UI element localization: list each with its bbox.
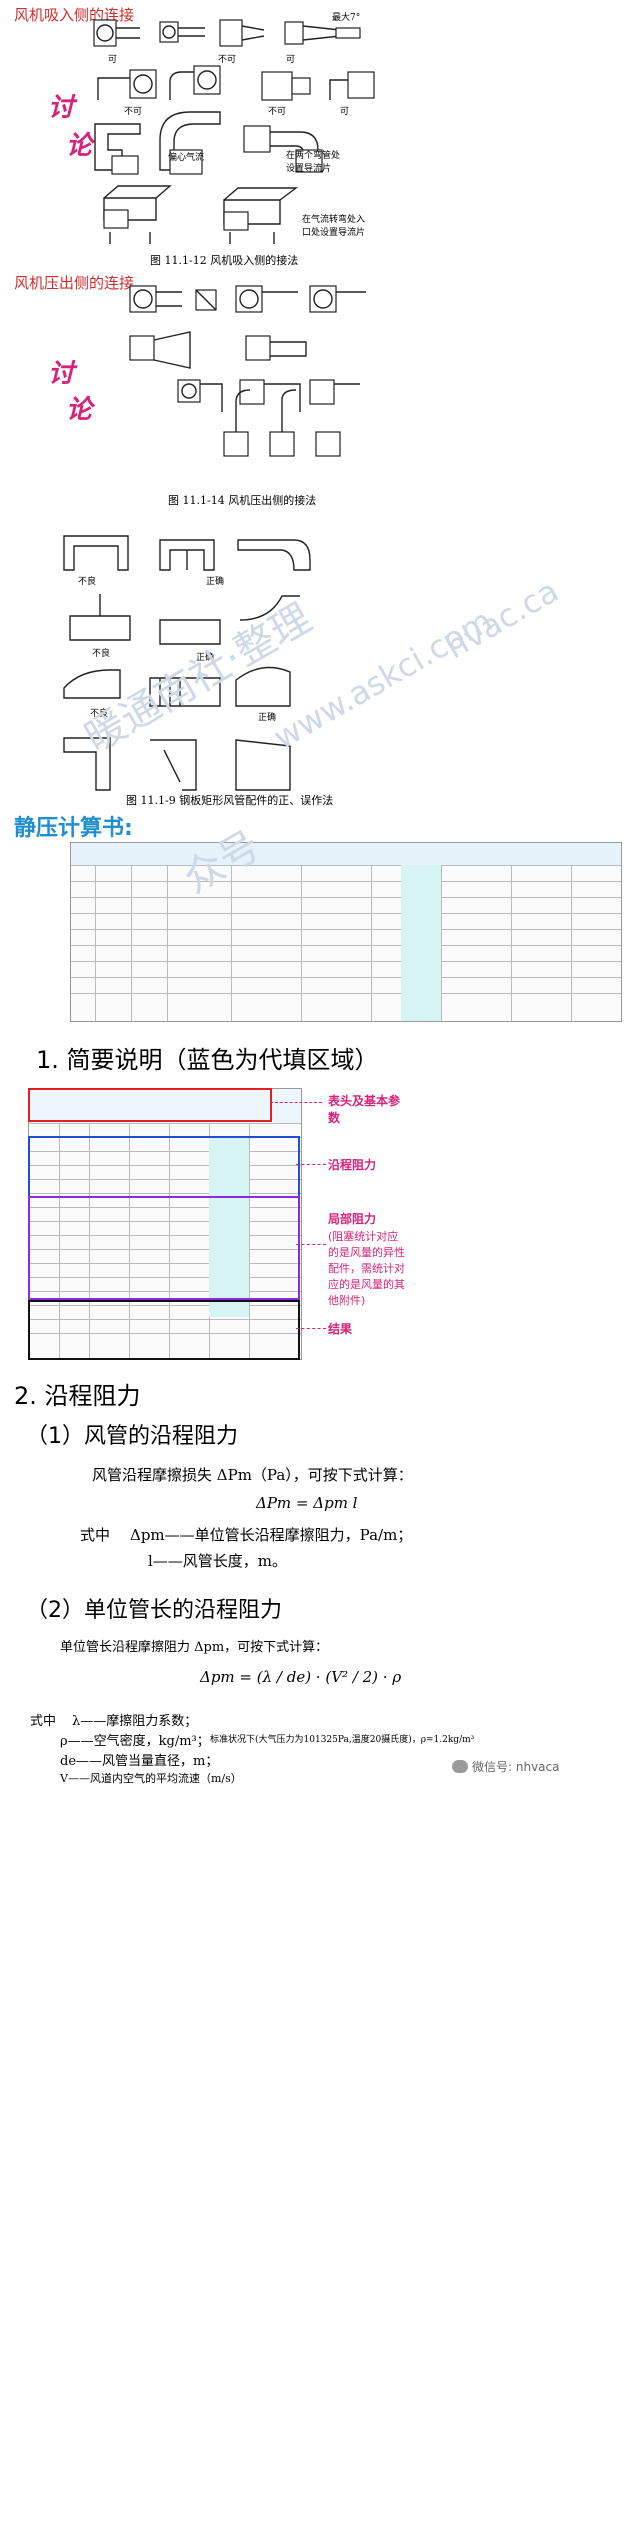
formula-where: 式中	[80, 1526, 111, 1544]
annotation-friction: 沿程阻力	[328, 1158, 377, 1172]
section-heading: 1. 简要说明（蓝色为代填区域）	[36, 1046, 379, 1074]
fan-inlet-diagrams	[93, 19, 375, 244]
label-bad-2: 不良	[92, 649, 111, 659]
local-box	[28, 1196, 300, 1300]
formula-def-dpm: Δpm——单位管长沿程摩擦阻力，Pa/m；	[130, 1526, 413, 1544]
formula-def-v: V——风道内空气的平均流速（m/s）	[60, 1772, 242, 1785]
subheading-duct-friction: （1）风管的沿程阻力	[26, 1424, 238, 1449]
friction-section: 2. 沿程阻力 （1）风管的沿程阻力 风管沿程摩擦损失 ΔPm（Pa），可按下式…	[0, 1368, 631, 2548]
note-eccentric: 偏心气流	[168, 153, 205, 163]
label-good-3: 正确	[258, 713, 277, 723]
wechat-id: 微信号: nhvaca	[472, 1760, 560, 1774]
formula-def-rho: ρ——空气密度，kg/m³；	[60, 1734, 210, 1749]
label-bad-2: 不可	[124, 107, 143, 117]
label-bad-3: 不良	[90, 709, 109, 719]
discussion-char-1: 讨	[48, 93, 75, 123]
formula-intro: 风管沿程摩擦损失 ΔPm（Pa），可按下式计算：	[92, 1466, 413, 1484]
formula-def-l: l——风管长度，m。	[148, 1552, 288, 1570]
label-bad-3: 不可	[268, 107, 287, 117]
formula-where: 式中	[30, 1714, 57, 1729]
formula-def-lambda: λ——摩擦阻力系数；	[72, 1714, 198, 1729]
friction-box	[28, 1136, 300, 1198]
formula-unit: Δpm = (λ / de) · (V² / 2) · ρ	[200, 1668, 402, 1686]
wechat-icon	[452, 1760, 468, 1773]
figure-caption: 图 11.1-14 风机压出侧的接法	[168, 494, 317, 507]
note-vanes: 在两个弯管处设置导流片	[286, 151, 341, 174]
label-bad-1: 不良	[78, 577, 97, 587]
duct-fitting-section: 不良 正确 不良 正确 不良 正确 图 11.1-9 钢板矩形风管配件的正、误作…	[0, 510, 631, 810]
label-ok-2: 可	[286, 55, 296, 65]
fan-outlet-diagrams	[129, 285, 366, 457]
annotation-result: 结果	[328, 1322, 353, 1336]
fan-inlet-section: 风机吸入侧的连接 讨 论	[0, 0, 631, 272]
duct-fitting-diagrams	[63, 535, 311, 791]
section-heading: 2. 沿程阻力	[14, 1382, 141, 1410]
section-heading: 静压计算书:	[14, 816, 133, 841]
label-angle: 最大7°	[332, 13, 361, 23]
spreadsheet-preview	[70, 842, 622, 1022]
header-box	[28, 1088, 272, 1122]
figure-caption: 图 11.1-9 钢板矩形风管配件的正、误作法	[126, 794, 334, 807]
label-ok-1: 可	[108, 55, 118, 65]
result-box	[28, 1300, 300, 1360]
annotation-header: 表头及基本参数	[328, 1094, 401, 1125]
formula-def-de: de——风管当量直径，m；	[60, 1754, 219, 1769]
note-inlet-vanes: 在气流转弯处入口处设置导流片	[302, 215, 366, 238]
section-title: 风机压出侧的连接	[14, 274, 135, 292]
fan-outlet-section: 风机压出侧的连接 讨 论 图 11.1-14 风机压出侧的接法	[0, 272, 631, 510]
subheading-unit-friction: （2）单位管长的沿程阻力	[26, 1598, 282, 1623]
label-ok-3: 可	[340, 107, 350, 117]
discussion-char-1: 讨	[48, 359, 75, 389]
label-good-2: 正确	[196, 653, 215, 663]
figure-caption: 图 11.1-12 风机吸入侧的接法	[150, 254, 299, 267]
label-good-1: 正确	[206, 577, 225, 587]
formula-total: ΔPm = Δpm l	[256, 1494, 358, 1512]
annotation-local-note: (阻塞统计对应的是风量的异性配件，需统计对应的是风量的其他附件)	[328, 1230, 405, 1307]
wechat-badge: 微信号: nhvaca	[452, 1758, 559, 1775]
formula-note-rho: 标准状况下(大气压力为101325Pa,温度20摄氏度)，ρ=1.2kg/m³	[210, 1735, 475, 1745]
label-bad-1: 不可	[218, 55, 237, 65]
formula-intro: 单位管长沿程摩擦阻力 Δpm，可按下式计算：	[60, 1640, 329, 1655]
discussion-char-2: 论	[66, 131, 93, 161]
discussion-char-2: 论	[66, 395, 93, 425]
static-pressure-section: 静压计算书: 众号	[0, 810, 631, 1024]
annotation-local: 局部阻力	[328, 1212, 377, 1226]
summary-section: 1. 简要说明（蓝色为代填区域） 表头及基本参数 沿程阻力 局部阻力 (阻塞统计…	[0, 1024, 631, 1368]
